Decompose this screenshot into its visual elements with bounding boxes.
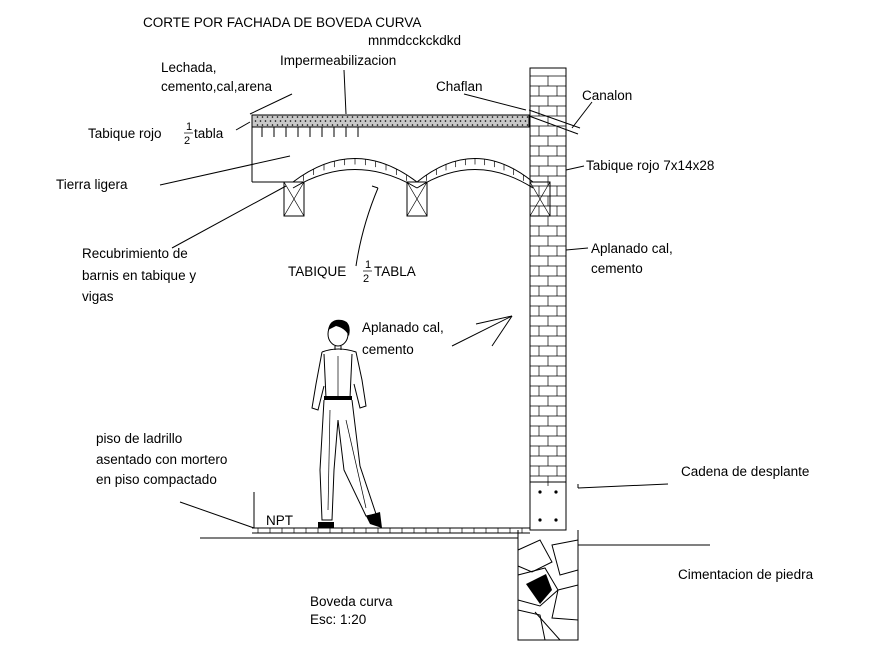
drawing-subtitle: mnmdcckckdkd [368,33,461,48]
stone-foundation-icon [517,530,579,641]
fraction-den-1: 2 [184,135,190,147]
label-tierra-ligera: Tierra ligera [56,177,128,192]
drawing-title: CORTE POR FACHADA DE BOVEDA CURVA [143,15,421,30]
cadena-desplante [529,481,567,531]
label-piso-2: asentado con mortero [96,452,227,467]
label-cimentacion: Cimentacion de piedra [678,567,814,582]
label-piso-3: en piso compactado [96,472,217,487]
label-tabique-rojo-media: Tabique rojo [88,126,162,141]
label-tabla: tabla [194,126,224,141]
label-piso-1: piso de ladrillo [96,431,182,446]
brick-vault [292,158,534,189]
label-aplanado-int-2: cemento [362,342,414,357]
label-tabique-7x14x28: Tabique rojo 7x14x28 [586,158,714,173]
label-tabique-a: TABIQUE [288,264,346,279]
fraction-num-2: 1 [365,259,371,271]
label-aplanado-ext-2: cemento [591,261,643,276]
brick-wall-icon [528,67,581,531]
fraction-num-1: 1 [186,121,192,133]
label-recubrimiento-1: Recubrimiento de [82,246,188,261]
label-aplanado-ext-1: Aplanado cal, [591,241,673,256]
label-canalon: Canalon [582,88,632,103]
label-impermeabilizacion: Impermeabilizacion [280,53,396,68]
label-recubrimiento-3: vigas [82,289,114,304]
label-npt: NPT [266,513,293,528]
label-cadena: Cadena de desplante [681,464,809,479]
label-tabique-b: TABLA [374,264,416,279]
label-aplanado-int-1: Aplanado cal, [362,320,444,335]
footer-escala: Esc: 1:20 [310,612,366,627]
leader-lines [159,69,669,529]
beams [283,181,551,217]
human-figure-icon [311,319,382,528]
roof-slab [251,114,530,183]
label-recubrimiento-2: barnis en tabique y [82,268,196,283]
label-lechada-2: cemento,cal,arena [161,79,273,94]
footer-boveda: Boveda curva [310,594,393,609]
floor [200,527,710,546]
fraction-den-2: 2 [363,273,369,285]
label-chaflan: Chaflan [436,79,483,94]
label-lechada-1: Lechada, [161,60,217,75]
